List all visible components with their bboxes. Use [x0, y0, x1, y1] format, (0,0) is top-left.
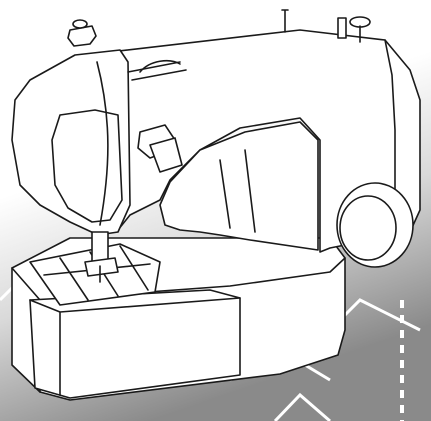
spool-pin-right	[337, 17, 347, 39]
handwheel-inner	[339, 195, 397, 261]
face-plate-curve	[96, 61, 109, 226]
stitch-selector-dial	[127, 61, 187, 81]
arm-throat	[159, 121, 319, 251]
dial-arc	[139, 59, 181, 73]
machine-body	[109, 29, 421, 253]
accessory-box	[29, 289, 241, 399]
presser-foot	[84, 257, 119, 277]
base-top-edge	[11, 257, 346, 301]
right-side-panel	[384, 39, 396, 231]
accessory-box-top	[29, 297, 241, 396]
thread-guide-screw	[72, 19, 88, 29]
thread-guide-top	[67, 25, 97, 47]
reverse-lever-handle	[149, 137, 183, 173]
throat-inner-line	[219, 149, 256, 233]
spool-pin-left	[281, 9, 289, 33]
